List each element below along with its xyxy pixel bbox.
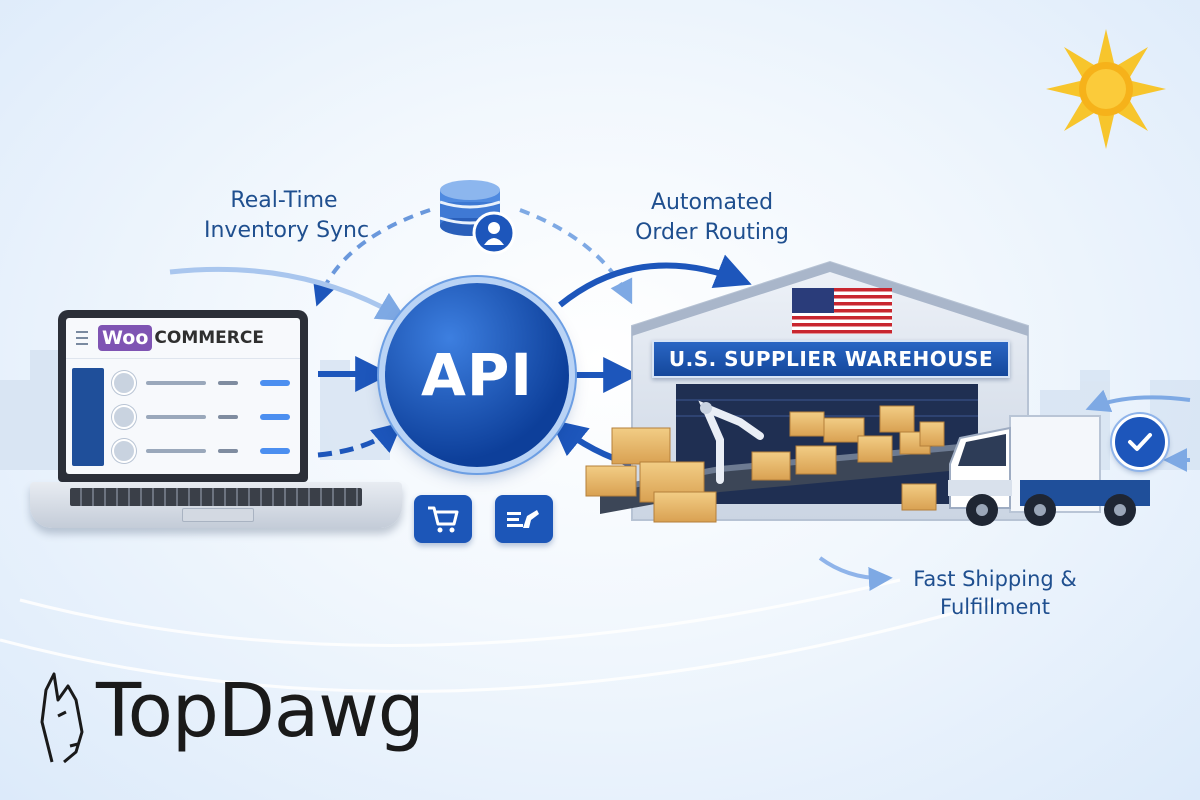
dog-logo-icon [40,672,84,764]
shipping-line-2: Fulfillment [940,595,1050,620]
order-routing-label: Automated Order Routing [632,188,792,247]
inventory-sync-line-1: Real-Time [230,188,338,213]
cardboard-boxes [585,405,945,523]
cart-icon [428,506,459,533]
user-icon [472,211,516,255]
brand-name: TopDawg [96,668,425,754]
check-icon [1128,433,1152,451]
woocommerce-logo: Woo COMMERCE [98,325,264,351]
cart-tile [414,495,472,543]
order-routing-line-2: Order Routing [635,219,789,245]
product-name [146,449,206,453]
product-row [112,404,290,430]
order-routing-line-1: Automated [650,190,774,215]
arrow-api-to-warehouse-top [558,254,752,308]
product-action-button[interactable] [260,380,290,386]
product-row [112,370,290,396]
woocommerce-header: Woo COMMERCE [66,318,300,359]
product-price [218,449,238,453]
product-action-button[interactable] [260,414,290,420]
product-price [218,415,238,419]
sync-arc-left [313,208,431,307]
arrow-to-api-upper [169,266,408,322]
woo-commerce-word: COMMERCE [154,328,264,348]
dashboard-sidebar [72,368,104,466]
laptop-screen: Woo COMMERCE [58,310,308,482]
arrow-to-shipping [818,556,893,591]
product-thumbnail [112,371,136,395]
inventory-sync-line-2: Inventory Sync [204,217,370,243]
laptop-trackpad [182,508,254,522]
shipping-line-1: Fast Shipping & [913,567,1077,591]
woo-badge: Woo [98,325,153,351]
sun-icon [1046,29,1166,149]
product-name [146,381,206,385]
product-thumbnail [112,439,136,463]
api-hub: API [385,283,569,467]
product-name [146,415,206,419]
check-badge [1112,414,1168,470]
arrow-into-truck [1085,389,1191,413]
shipping-form-icon [507,510,539,528]
shipping-label: Fast Shipping & Fulfillment [900,565,1090,622]
product-action-button[interactable] [260,448,290,454]
shipping-form-tile [495,495,553,543]
api-label: API [421,341,533,409]
woocommerce-dashboard: Woo COMMERCE [66,318,300,474]
product-thumbnail [112,405,136,429]
laptop-base [30,482,402,528]
laptop-keyboard [70,488,362,506]
warehouse-sign: U.S. SUPPLIER WAREHOUSE [652,340,1010,378]
sync-arc-right [519,208,633,305]
swoosh-lines [0,578,1001,693]
product-row [112,438,290,464]
arrow-api-to-laptop [317,422,403,458]
delivery-truck [948,415,1150,526]
inventory-sync-label: Real-Time Inventory Sync [204,186,370,245]
product-price [218,381,238,385]
us-flag-icon [792,288,892,334]
menu-icon[interactable] [76,331,88,345]
